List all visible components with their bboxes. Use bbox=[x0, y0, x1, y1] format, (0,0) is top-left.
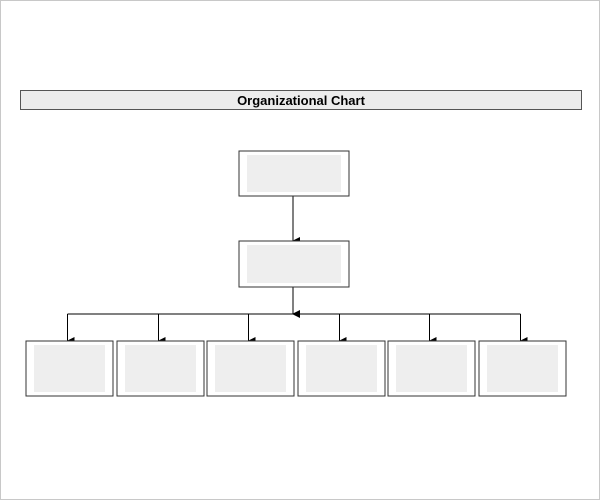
org-box-bottom-4-inner bbox=[306, 345, 377, 392]
org-box-bottom-5 bbox=[387, 340, 476, 397]
org-box-top-inner bbox=[247, 155, 341, 192]
org-box-bottom-2 bbox=[116, 340, 205, 397]
org-box-second-inner bbox=[247, 245, 341, 283]
org-box-second bbox=[238, 240, 350, 288]
connectors bbox=[66, 196, 528, 345]
org-box-bottom-4 bbox=[297, 340, 386, 397]
org-boxes bbox=[25, 150, 567, 397]
title-bar: Organizational Chart bbox=[20, 90, 582, 110]
org-box-bottom-3-inner bbox=[215, 345, 286, 392]
page-title: Organizational Chart bbox=[237, 92, 365, 108]
org-box-bottom-1 bbox=[25, 340, 114, 397]
org-box-bottom-6-inner bbox=[487, 345, 558, 392]
org-box-bottom-3 bbox=[206, 340, 295, 397]
org-box-bottom-5-inner bbox=[396, 345, 467, 392]
org-box-bottom-2-inner bbox=[125, 345, 196, 392]
org-box-bottom-1-inner bbox=[34, 345, 105, 392]
org-box-bottom-6 bbox=[478, 340, 567, 397]
org-box-top bbox=[238, 150, 350, 197]
